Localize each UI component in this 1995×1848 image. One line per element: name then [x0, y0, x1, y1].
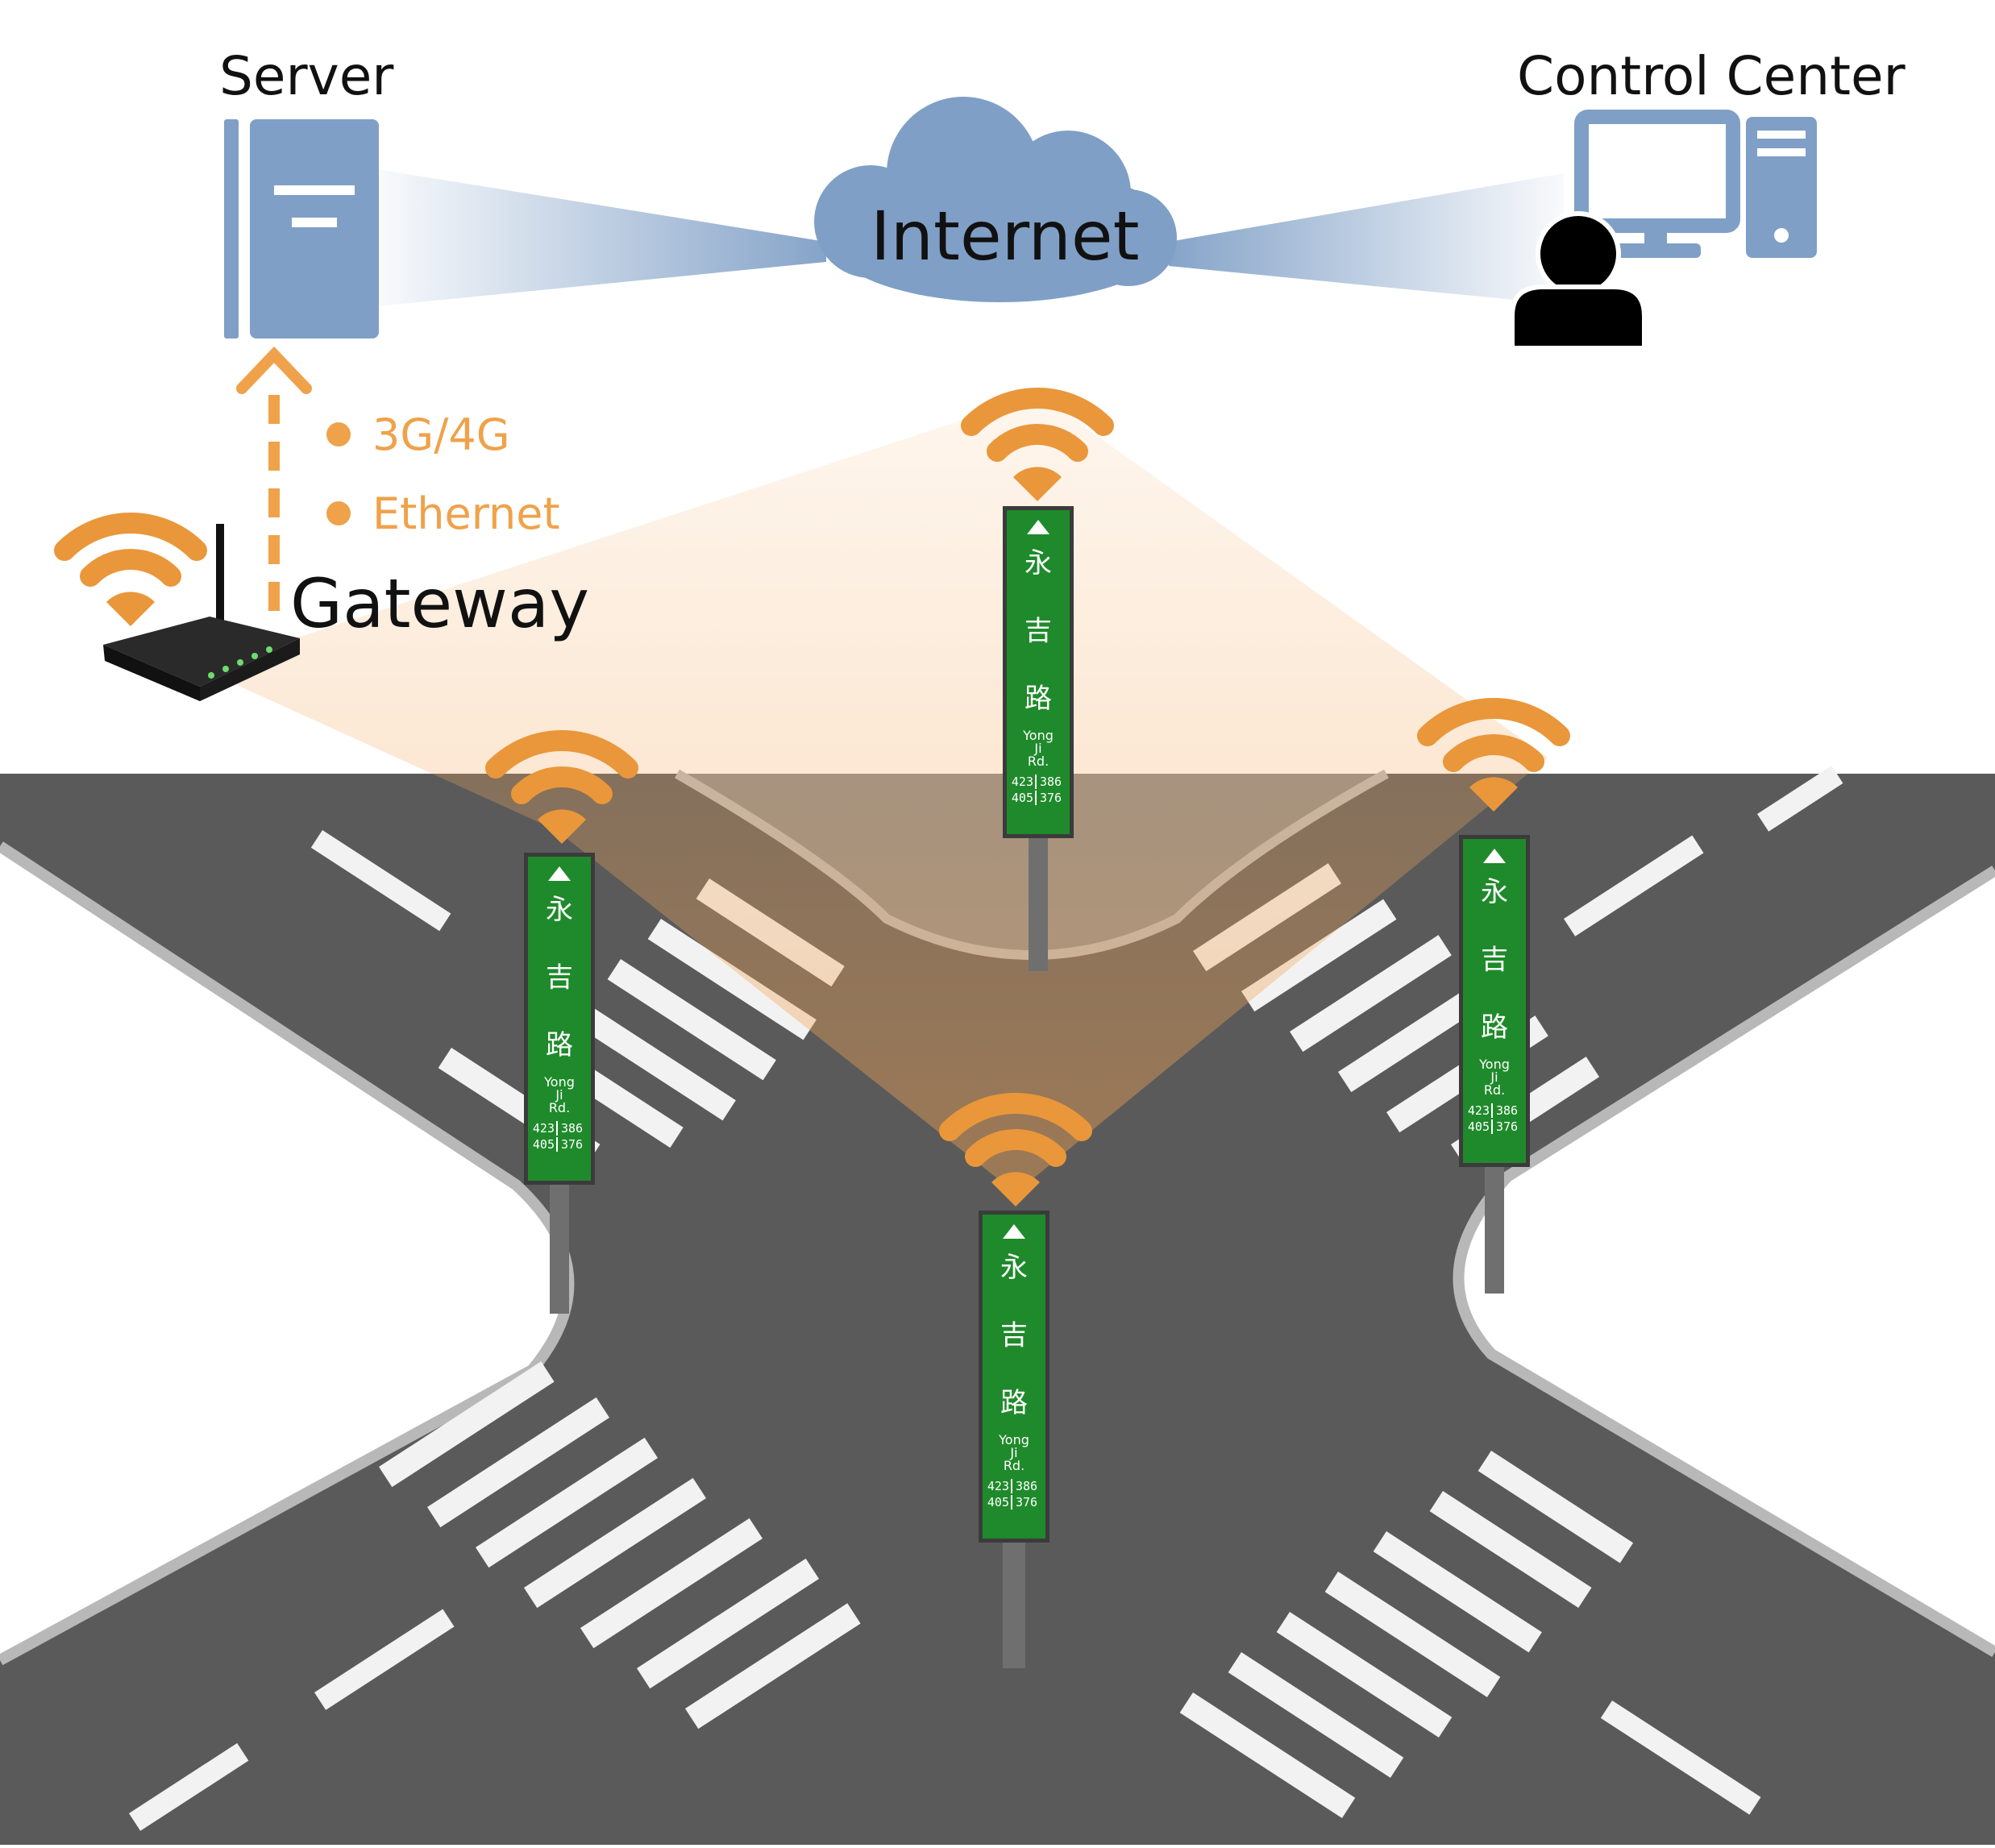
sign-english: Yong: [1023, 728, 1054, 743]
cloud-icon: [814, 97, 1177, 302]
sign-char: 永: [1000, 1252, 1028, 1284]
sign-arrow-icon: [1027, 520, 1049, 534]
server-label: Server: [219, 45, 394, 107]
sign-char: 路: [1025, 683, 1052, 715]
control-center-label: Control Center: [1517, 45, 1906, 107]
computer-icon: [1574, 110, 1817, 258]
sign-english: Rd.: [1027, 754, 1049, 769]
sign-english: Rd.: [1483, 1082, 1506, 1098]
sign-char: 永: [1481, 876, 1508, 908]
beam-internet-control: [1169, 173, 1564, 305]
wifi-icon-gateway: [64, 523, 197, 626]
lane-markings: [128, 766, 1843, 1831]
connection-label-cellular: 3G/4G: [372, 409, 510, 460]
sign-arrow-icon: [1003, 1224, 1025, 1239]
sign-char: 永: [1025, 547, 1052, 579]
server-icon: [224, 119, 379, 338]
sign-english: Yong: [1479, 1057, 1510, 1072]
sign-char: 路: [546, 1029, 573, 1061]
sign-english: Ji: [1034, 741, 1042, 756]
sign-poles: [550, 838, 1504, 1668]
sign-english: Rd.: [1003, 1458, 1025, 1473]
sign-english: Yong: [544, 1074, 575, 1090]
crosswalk-lower-right: [1179, 1451, 1634, 1818]
uplink-arrow: [236, 346, 312, 613]
sign-char: 吉: [1000, 1319, 1028, 1352]
sign-char: 路: [1000, 1387, 1028, 1419]
gateway-label: Gateway: [290, 564, 590, 643]
sign-english: Ji: [1010, 1445, 1018, 1460]
connection-bullet: [326, 501, 351, 525]
coverage-area: [202, 395, 1548, 1193]
sign-english: Ji: [555, 1087, 563, 1103]
internet-label: Internet: [871, 197, 1140, 276]
sign-char: 路: [1481, 1011, 1508, 1044]
sign-char: 吉: [1025, 615, 1052, 647]
sign-english: Ji: [1490, 1069, 1498, 1085]
sign-english: Rd.: [548, 1100, 571, 1115]
crosswalk-lower-left: [378, 1361, 861, 1730]
connection-label-ethernet: Ethernet: [372, 488, 560, 539]
router-icon: [103, 524, 300, 701]
operator-person-icon: [1510, 211, 1647, 351]
sign-char: 吉: [1481, 944, 1508, 976]
beam-server-internet: [377, 169, 826, 306]
sign-arrow-icon: [548, 866, 571, 881]
sign-english: Yong: [999, 1432, 1029, 1447]
connection-bullet: [326, 422, 351, 446]
sign-arrow-icon: [1483, 849, 1506, 863]
sign-char: 吉: [546, 961, 573, 994]
sign-char: 永: [546, 894, 573, 926]
